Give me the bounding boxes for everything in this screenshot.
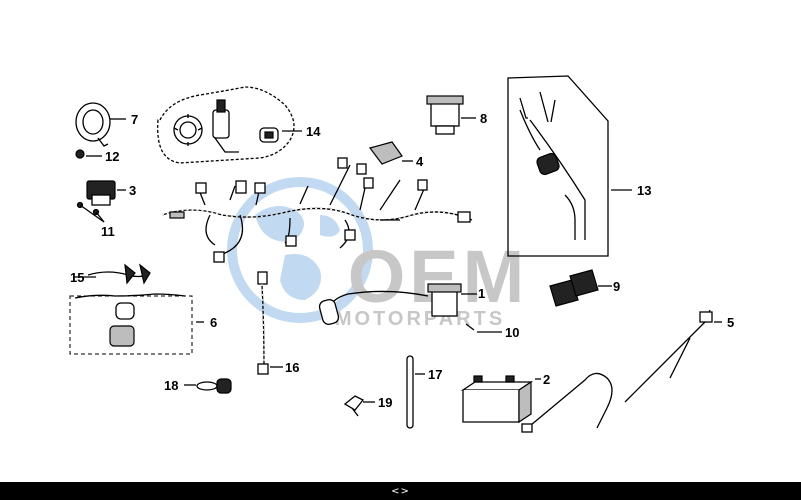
part-battery (460, 375, 541, 424)
callout-15: 15 (70, 270, 84, 285)
part-connector-sockets (549, 269, 612, 307)
callout-2: 2 (543, 372, 550, 387)
callout-6: 6 (210, 315, 217, 330)
callout-4: 4 (416, 154, 424, 169)
watermark-tagline: MOTORPARTS (335, 308, 505, 330)
prev-next-arrows[interactable]: <> (391, 485, 410, 497)
callout-17: 17 (428, 367, 442, 382)
part-horn-bolt (75, 149, 102, 159)
part-screws (76, 201, 105, 223)
part-wire-grommet (184, 378, 232, 394)
callout-3: 3 (129, 183, 136, 198)
callout-labels: 1 2 3 4 5 6 7 8 9 10 11 12 13 14 15 16 1… (70, 111, 734, 410)
callout-8: 8 (480, 111, 487, 126)
part-ground-cable (624, 309, 722, 403)
part-ignition-coil (318, 283, 477, 325)
part-tail-light-wire (257, 271, 283, 375)
callout-1: 1 (478, 286, 485, 301)
part-horn (75, 102, 126, 147)
callout-10: 10 (505, 325, 519, 340)
callout-7: 7 (131, 112, 138, 127)
callout-16: 16 (285, 360, 299, 375)
callout-5: 5 (727, 315, 734, 330)
callout-11: 11 (101, 224, 115, 239)
wiring-parts-diagram: OEM MOTORPARTS (69, 75, 734, 433)
callout-14: 14 (306, 124, 321, 139)
part-starter-relay (86, 180, 126, 206)
part-main-wire-harness (161, 157, 473, 263)
watermark: OEM MOTORPARTS (227, 177, 524, 330)
watermark-globe-ring (227, 177, 373, 323)
part-side-stand-switch-set (69, 263, 204, 355)
callout-9: 9 (613, 279, 620, 294)
part-cable-tie (406, 355, 425, 429)
part-cable-set (507, 75, 632, 257)
bottom-navigation-bar: <> (0, 482, 801, 500)
callout-19: 19 (378, 395, 392, 410)
callout-13: 13 (637, 183, 651, 198)
part-fuse (368, 141, 413, 165)
part-coil-screw (465, 323, 502, 333)
part-flasher-relay (426, 95, 476, 135)
part-battery-cable (521, 372, 613, 433)
part-ignition-switch-set (157, 86, 302, 164)
watermark-globe-continents (255, 206, 340, 300)
callout-18: 18 (164, 378, 178, 393)
callout-12: 12 (105, 149, 119, 164)
part-wire-clip (343, 395, 375, 417)
